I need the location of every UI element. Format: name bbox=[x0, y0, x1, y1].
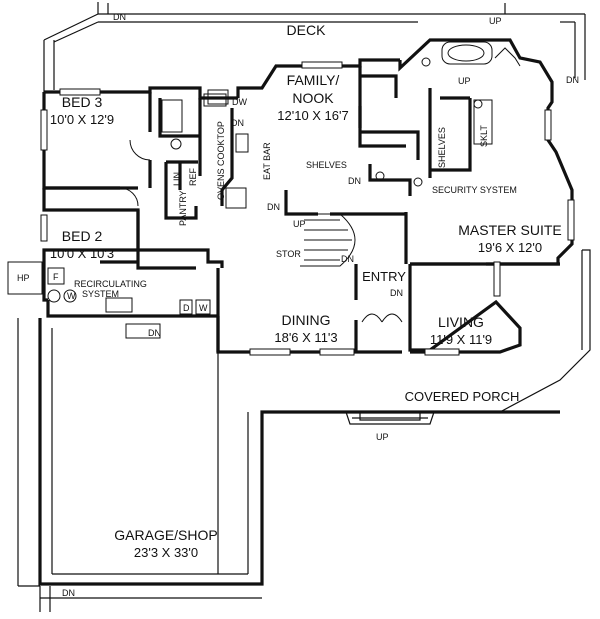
d-label: D bbox=[183, 303, 190, 313]
dn-label-stair: DN bbox=[267, 202, 280, 212]
living-label: LIVING bbox=[438, 314, 484, 330]
ovens-cooktop-label: OVENS COOKTOP bbox=[216, 121, 226, 200]
up-label-stair: UP bbox=[293, 219, 306, 229]
f-label: F bbox=[53, 272, 59, 282]
dw-label: DW bbox=[232, 97, 247, 107]
master-suite-dims: 19'6 X 12'0 bbox=[478, 240, 542, 255]
room-labels: DECK FAMILY/ NOOK 12'10 X 16'7 BED 3 10'… bbox=[50, 22, 562, 560]
dining-label: DINING bbox=[282, 312, 331, 328]
dining-dims: 18'6 X 11'3 bbox=[274, 330, 337, 345]
pantry-label: PANTRY bbox=[178, 190, 188, 226]
dn-label-entry: DN bbox=[390, 288, 403, 298]
sklt-label: SKLT bbox=[479, 125, 489, 147]
up-label-master: UP bbox=[458, 76, 471, 86]
deck-railing bbox=[43, 2, 586, 92]
covered-porch-outline bbox=[262, 249, 591, 425]
dn-label-deck-west: DN bbox=[113, 12, 126, 22]
windows bbox=[40, 61, 575, 356]
dn-label-deck-corner: DN bbox=[566, 75, 579, 85]
fixtures bbox=[7, 41, 521, 339]
stor-label: STOR bbox=[276, 249, 301, 259]
annotation-labels: DN UP DN UP DW DN LIN REF PANTRY OVENS C… bbox=[17, 12, 579, 598]
interior-walls bbox=[44, 66, 560, 352]
eat-bar-label: EAT BAR bbox=[262, 142, 272, 180]
garage-shop-label: GARAGE/SHOP bbox=[114, 527, 217, 543]
security-system-label: SECURITY SYSTEM bbox=[432, 185, 517, 195]
bed3-dims: 10'0 X 12'9 bbox=[50, 112, 114, 127]
family-nook-dims: 12'10 X 16'7 bbox=[277, 108, 348, 123]
master-suite-label: MASTER SUITE bbox=[458, 222, 561, 238]
covered-porch-label: COVERED PORCH bbox=[405, 389, 520, 404]
family-nook-label-line1: FAMILY/ bbox=[287, 72, 340, 88]
deck-label: DECK bbox=[287, 22, 327, 38]
up-label-deck-east: UP bbox=[489, 16, 502, 26]
family-nook-label-line2: NOOK bbox=[292, 90, 334, 106]
entry-label: ENTRY bbox=[362, 269, 406, 284]
garage-walls bbox=[17, 316, 560, 612]
bed3-label: BED 3 bbox=[62, 94, 103, 110]
hp-label: HP bbox=[17, 273, 30, 283]
living-dims: 11'9 X 11'9 bbox=[430, 332, 492, 347]
dn-label-garage: DN bbox=[62, 588, 75, 598]
recirculating-label-line1: RECIRCULATING bbox=[74, 279, 147, 289]
dn-label-hall: DN bbox=[341, 254, 354, 264]
shelves-label-family: SHELVES bbox=[306, 160, 347, 170]
dn-label-laundry: DN bbox=[148, 328, 161, 338]
dn-label-family: DN bbox=[348, 176, 361, 186]
w-label: W bbox=[67, 291, 76, 301]
garage-shop-dims: 23'3 X 33'0 bbox=[134, 545, 198, 560]
ref-label: REF bbox=[188, 167, 198, 186]
bed2-label: BED 2 bbox=[62, 228, 103, 244]
dn-label-kitchen: DN bbox=[231, 118, 244, 128]
w-label-laundry: W bbox=[199, 303, 208, 313]
up-label-porch: UP bbox=[376, 432, 389, 442]
bed2-dims: 10'0 X 10'3 bbox=[50, 246, 114, 261]
recirculating-label-line2: SYSTEM bbox=[82, 289, 119, 299]
lin-label: LIN bbox=[172, 172, 182, 186]
shelves-label-master: SHELVES bbox=[437, 127, 447, 168]
